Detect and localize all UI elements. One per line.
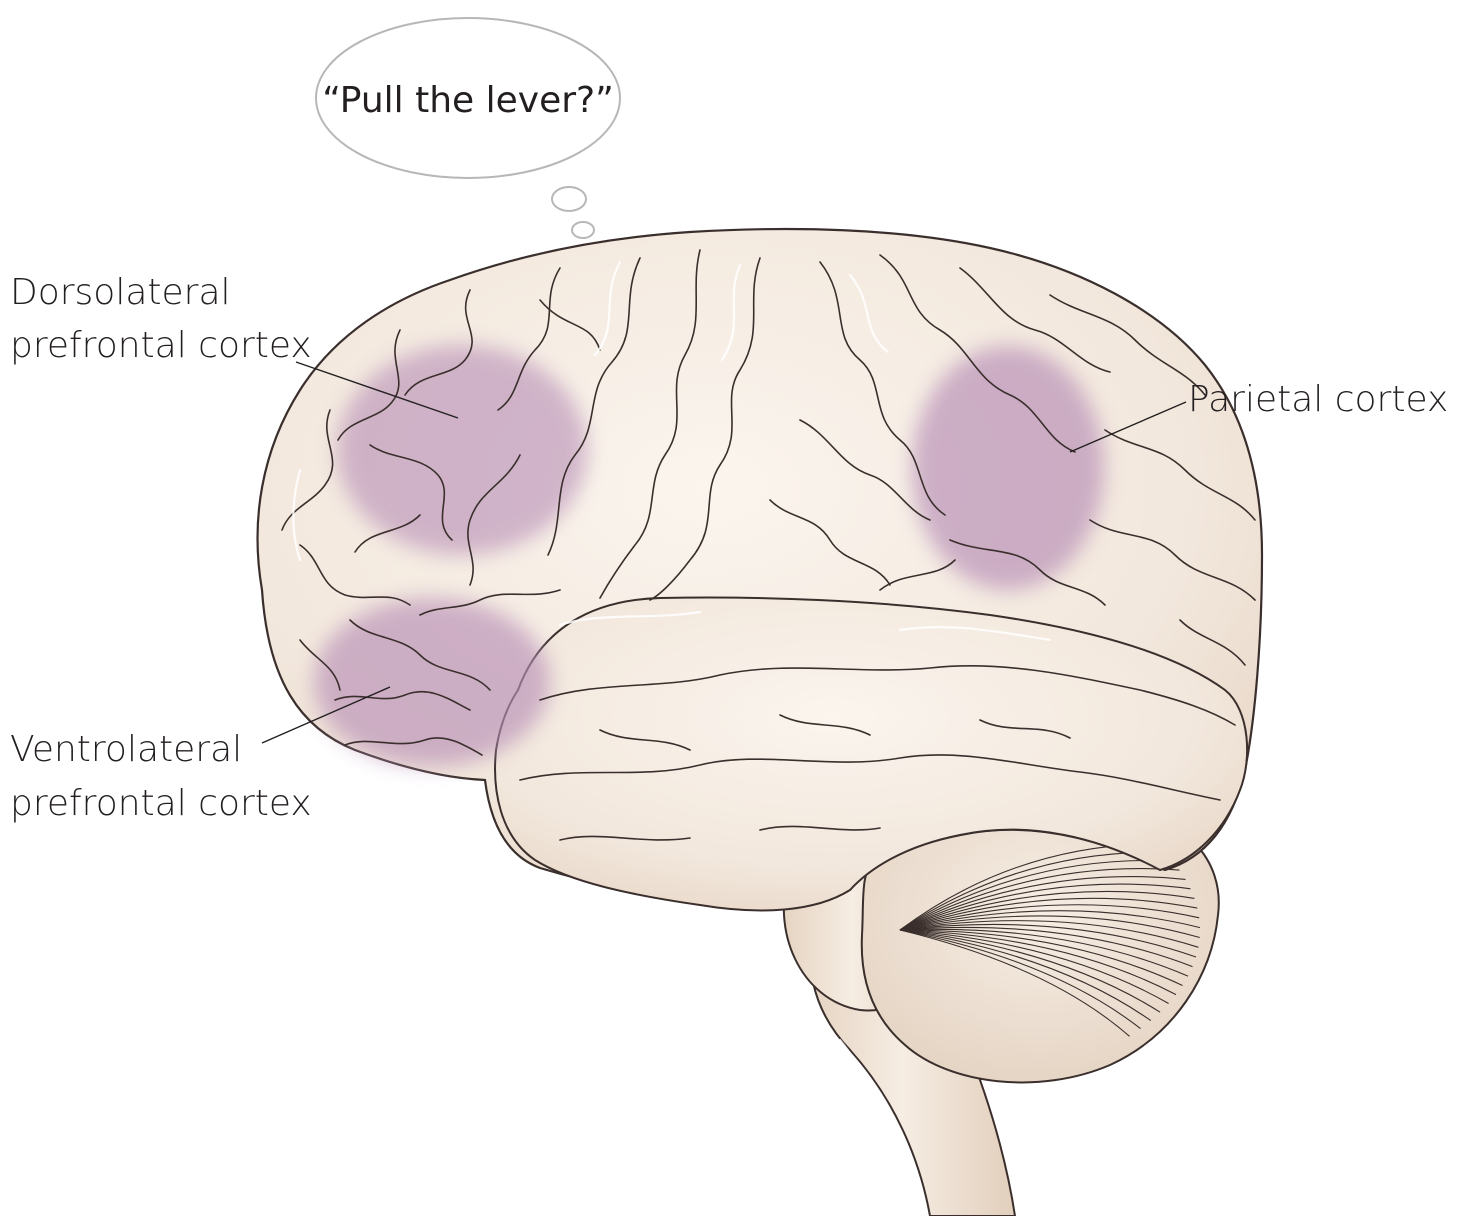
dlpfc-label-line2: prefrontal cortex [10,325,312,366]
dlpfc-region [337,345,587,555]
thought-bubble-dot-large [552,187,586,211]
vlpfc-label-line2: prefrontal cortex [10,783,312,824]
dlpfc-label-line1: Dorsolateral [10,272,231,313]
thought-bubble-text: “Pull the lever?” [322,80,614,121]
parietal-label: Parietal cortex [1188,379,1448,420]
thought-bubble: “Pull the lever?” [316,18,620,238]
vlpfc-region [314,598,550,766]
vlpfc-label-line1: Ventrolateral [10,729,242,770]
thought-bubble-dot-small [572,222,594,238]
